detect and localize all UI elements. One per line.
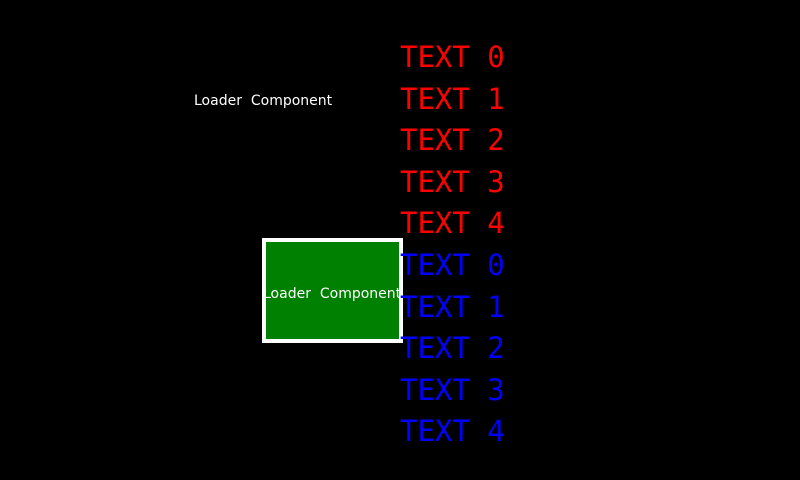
list-item[interactable]: TEXT 4 [400, 206, 505, 241]
list-item[interactable]: TEXT 1 [400, 81, 505, 116]
loader-component-label: Loader Component [194, 93, 333, 109]
list-item[interactable]: TEXT 0 [400, 247, 505, 282]
list-item[interactable]: TEXT 0 [400, 40, 505, 74]
loader-box-label: Loader Component [263, 286, 402, 302]
list-item[interactable]: TEXT 1 [400, 289, 505, 324]
list-item[interactable]: TEXT 2 [400, 331, 505, 366]
text-list[interactable]: TEXT 0 TEXT 1 TEXT 2 TEXT 3 TEXT 4 TEXT … [400, 37, 510, 453]
list-item[interactable]: TEXT 3 [400, 372, 505, 407]
loader-component-box[interactable]: Loader Component [262, 238, 403, 343]
list-item[interactable]: TEXT 2 [400, 123, 505, 158]
list-item[interactable]: TEXT 3 [400, 164, 505, 199]
list-item[interactable]: TEXT 4 [400, 414, 505, 449]
